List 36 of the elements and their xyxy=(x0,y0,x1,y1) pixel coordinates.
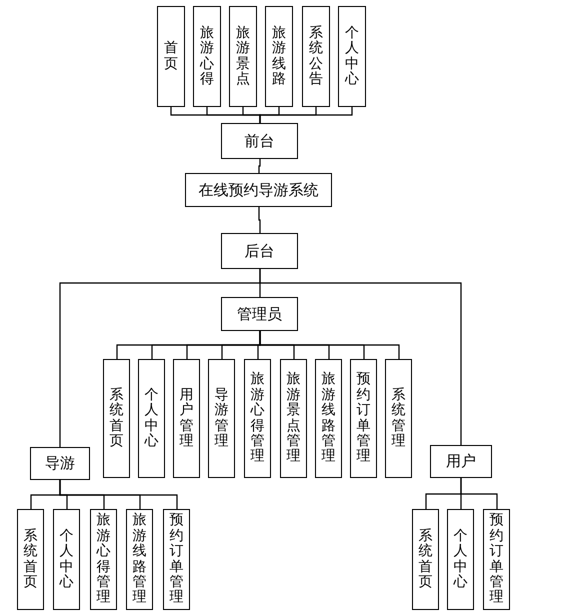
node-box: 前台 xyxy=(221,123,298,159)
module-box: 预约订单管理 xyxy=(350,359,377,478)
module-box: 旅游线路管理 xyxy=(126,509,153,610)
connector-line xyxy=(460,478,498,509)
module-box: 导游管理 xyxy=(208,359,235,478)
module-box: 用户管理 xyxy=(173,359,200,478)
node-box: 后台 xyxy=(221,233,298,269)
node-box: 管理员 xyxy=(221,297,298,331)
module-box: 系统公告 xyxy=(302,6,330,107)
module-box: 个人中心 xyxy=(53,509,80,610)
module-box: 首页 xyxy=(157,6,185,107)
module-box: 个人中心 xyxy=(447,509,474,610)
node-box: 导游 xyxy=(30,447,90,480)
node-box: 用户 xyxy=(430,445,492,478)
module-box: 个人中心 xyxy=(338,6,366,107)
connector-line xyxy=(259,107,353,123)
module-box: 旅游景点 xyxy=(229,6,257,107)
module-box: 个人中心 xyxy=(138,359,165,478)
module-box: 预约订单管理 xyxy=(163,509,190,610)
module-box: 系统首页 xyxy=(103,359,130,478)
module-box: 旅游心得管理 xyxy=(244,359,271,478)
node-box: 在线预约导游系统 xyxy=(185,173,332,207)
module-box: 旅游景点管理 xyxy=(280,359,307,478)
module-box: 旅游心得管理 xyxy=(90,509,117,610)
module-box: 系统首页 xyxy=(412,509,439,610)
module-box: 预约订单管理 xyxy=(483,509,510,610)
module-box: 系统管理 xyxy=(385,359,412,478)
connector-line xyxy=(258,159,261,173)
module-box: 旅游线路管理 xyxy=(315,359,342,478)
module-box: 旅游线路 xyxy=(265,6,293,107)
connector-line xyxy=(259,331,400,359)
connector-line xyxy=(258,207,261,233)
connector-line xyxy=(59,480,178,509)
module-box: 系统首页 xyxy=(17,509,44,610)
connector-line xyxy=(259,269,462,445)
module-box: 旅游心得 xyxy=(193,6,221,107)
